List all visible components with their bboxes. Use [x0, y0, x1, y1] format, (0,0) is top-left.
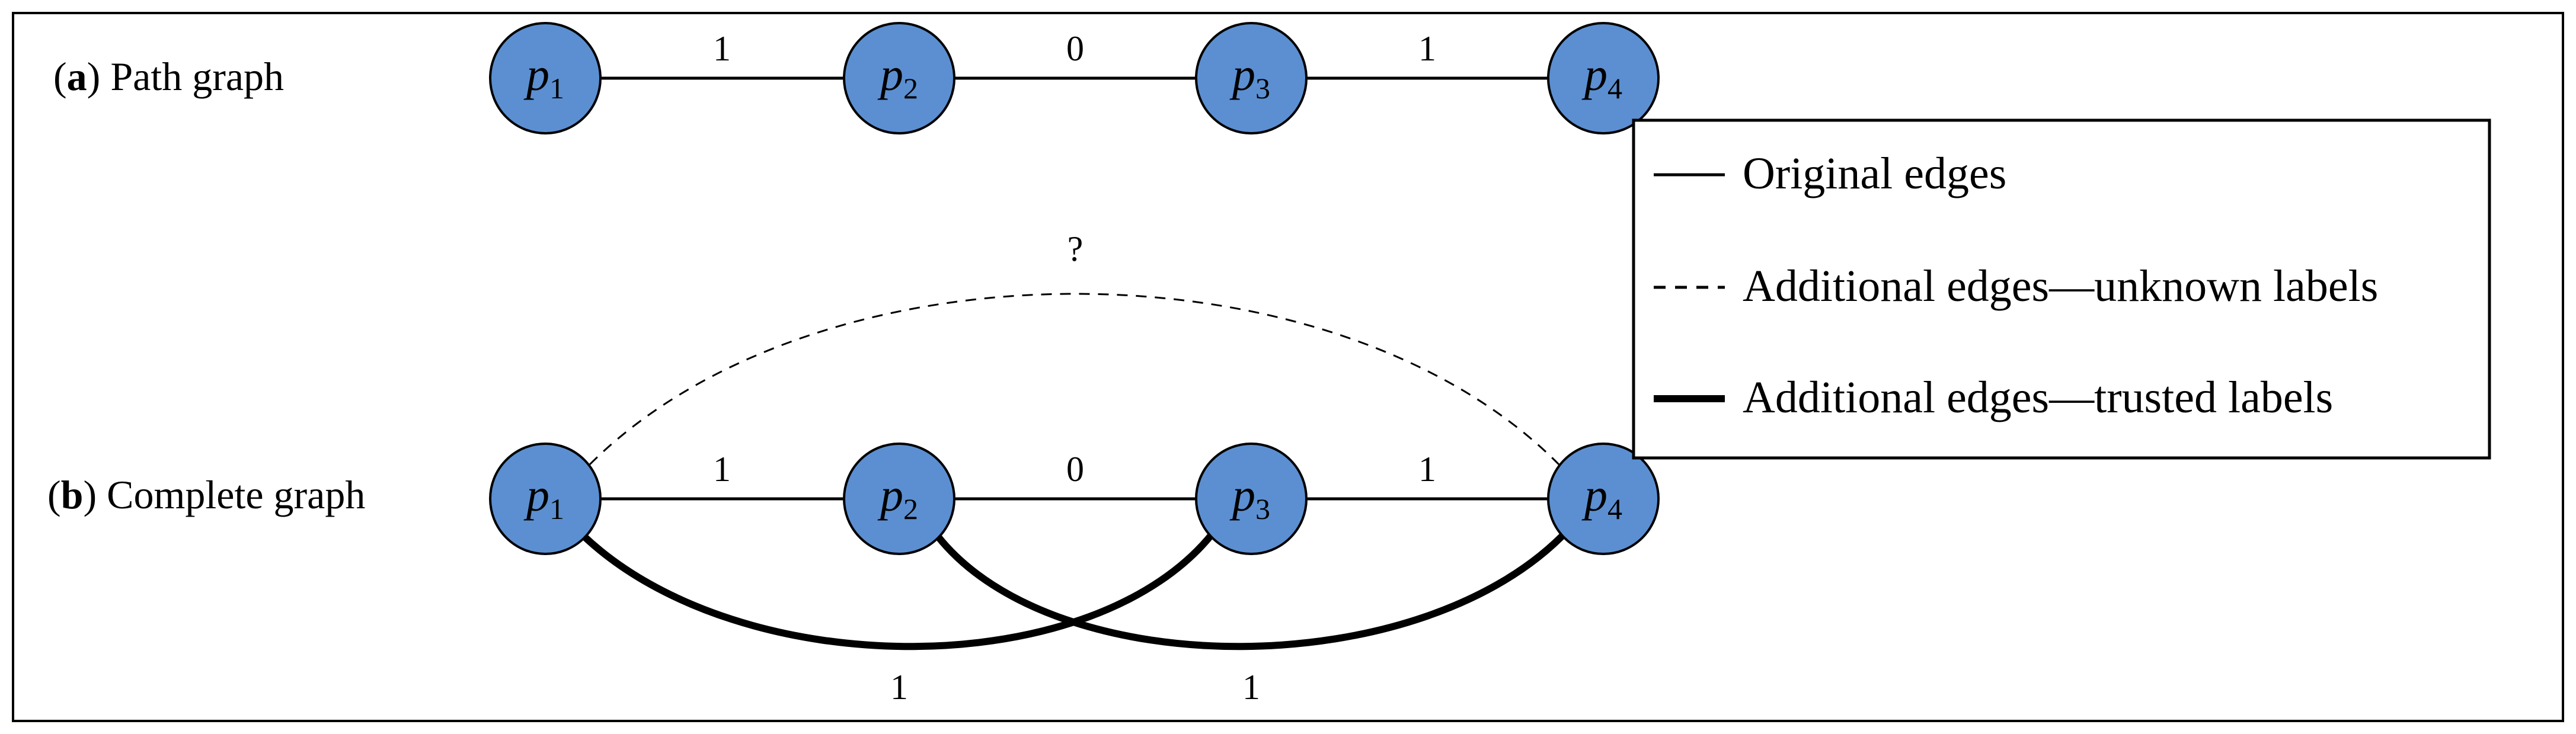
legend-trusted-label: Additional edges—trusted labels: [1743, 373, 2333, 422]
path-node-p1-label: p1: [523, 49, 564, 105]
legend: Original edges Additional edges—unknown …: [1632, 118, 2491, 460]
complete-edge-label-p3-p4: 1: [1418, 450, 1436, 489]
panel-b-label: (b) Complete graph: [47, 472, 365, 517]
complete-node-p1: p1: [489, 443, 602, 555]
panel-b-letter: b: [61, 472, 84, 517]
path-node-p2: p2: [843, 22, 955, 134]
complete-node-p2-label: p2: [877, 469, 918, 525]
panel-a-letter: a: [67, 54, 87, 99]
complete-edge-label-p1-p3: 1: [890, 668, 908, 707]
path-edge-label-p3-p4: 1: [1418, 29, 1436, 68]
complete-edge-label-p1-p2: 1: [713, 450, 731, 489]
complete-node-p4-label: p4: [1581, 469, 1622, 525]
complete-graph: ? 1 1 1 0 1 p1 p2 p3 p4: [489, 229, 1660, 707]
complete-node-p2: p2: [843, 443, 955, 555]
complete-edge-label-p2-p3: 0: [1066, 450, 1084, 489]
complete-edge-p2-p4-trusted: [935, 527, 1571, 650]
legend-box: [1632, 118, 2491, 460]
panel-a-label: (a) Path graph: [53, 54, 284, 99]
path-node-p3-label: p3: [1229, 49, 1270, 105]
path-edge-label-p1-p2: 1: [713, 29, 731, 68]
path-node-p3: p3: [1195, 22, 1308, 134]
complete-node-p1-label: p1: [523, 469, 564, 525]
legend-original-label: Original edges: [1743, 149, 2006, 198]
complete-edge-label-p1-p4: ?: [1068, 229, 1084, 268]
path-graph: 1 0 1 p1 p2 p3 p4: [489, 22, 1660, 134]
complete-node-p4: p4: [1547, 443, 1660, 555]
complete-node-p3-label: p3: [1229, 469, 1270, 525]
path-node-p2-label: p2: [877, 49, 918, 105]
path-node-p1: p1: [489, 22, 602, 134]
complete-node-p3: p3: [1195, 443, 1308, 555]
complete-edge-label-p2-p4: 1: [1242, 668, 1260, 707]
path-edge-label-p2-p3: 0: [1066, 29, 1084, 68]
legend-unknown-label: Additional edges—unknown labels: [1743, 261, 2378, 311]
complete-edge-p1-p3-trusted: [581, 528, 1218, 650]
path-node-p4-label: p4: [1581, 49, 1622, 105]
path-node-p4: p4: [1547, 22, 1660, 134]
